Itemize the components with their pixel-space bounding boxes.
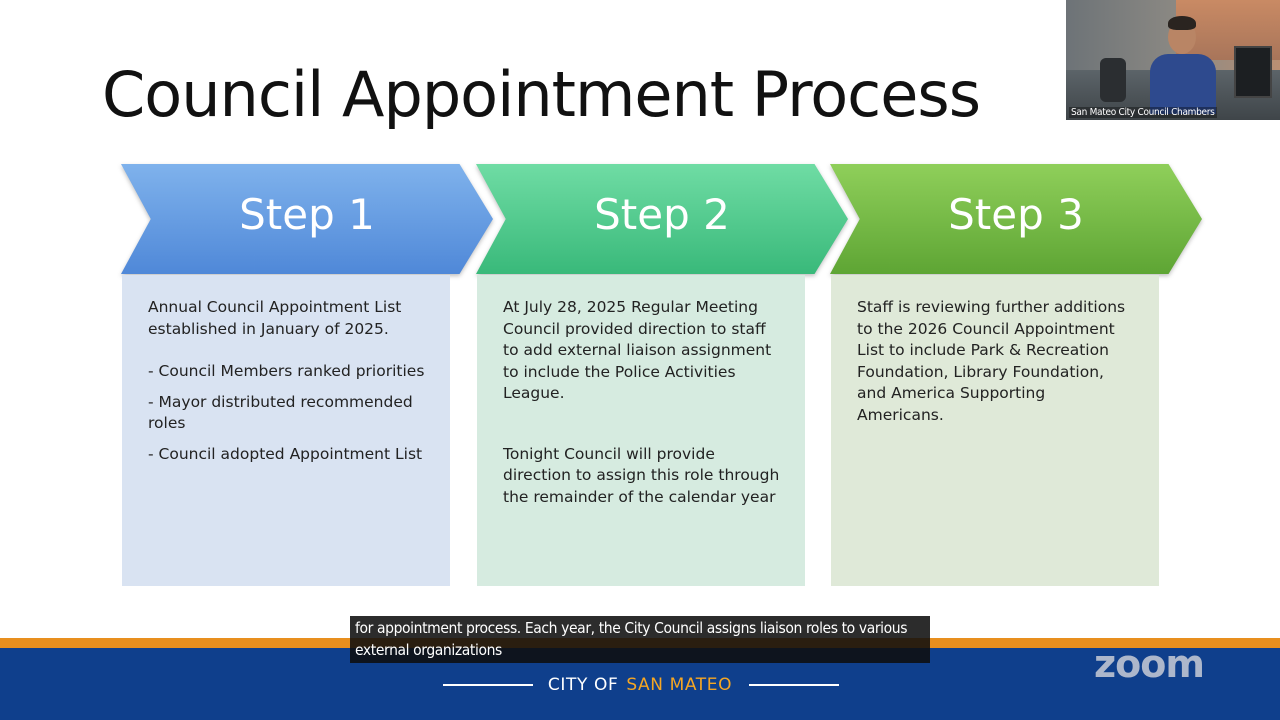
slide-title: Council Appointment Process xyxy=(102,58,981,131)
zoom-logo: zoom xyxy=(1094,642,1205,686)
closed-caption: for appointment process. Each year, the … xyxy=(350,616,930,663)
city-name-text: SAN MATEO xyxy=(626,675,733,695)
speaker-video-tile[interactable]: San Mateo City Council Chambers xyxy=(1066,0,1280,120)
step-1-card: Annual Council Appointment List establis… xyxy=(122,275,450,586)
step-2-label: Step 2 xyxy=(594,190,730,239)
video-caption: San Mateo City Council Chambers xyxy=(1069,107,1217,118)
step-1-bullet: - Mayor distributed recommended roles xyxy=(148,392,413,433)
city-of-text: CITY OF xyxy=(547,675,619,695)
footer-line-right xyxy=(749,684,839,686)
step-2-arrow: Step 2 xyxy=(476,164,848,274)
step-3-label: Step 3 xyxy=(948,190,1084,239)
step-1-label: Step 1 xyxy=(239,190,375,239)
footer-line-left xyxy=(443,684,533,686)
step-3-paragraph: Staff is reviewing further additions to … xyxy=(857,298,1126,424)
step-3-arrow: Step 3 xyxy=(830,164,1202,274)
step-2-card: At July 28, 2025 Regular Meeting Council… xyxy=(477,275,805,586)
step-1-arrow: Step 1 xyxy=(121,164,493,274)
step-3-card: Staff is reviewing further additions to … xyxy=(831,275,1159,586)
speaker-figure xyxy=(1126,14,1216,114)
step-1-bullet: - Council adopted Appointment List xyxy=(148,444,423,463)
city-logo-text: CITY OF SAN MATEO xyxy=(0,675,1280,695)
step-2-paragraph: Tonight Council will provide direction t… xyxy=(503,444,780,506)
step-2-paragraph: At July 28, 2025 Regular Meeting Council… xyxy=(503,298,772,402)
step-1-bullet: - Council Members ranked priorities xyxy=(148,362,425,380)
step-1-intro: Annual Council Appointment List establis… xyxy=(148,298,402,338)
